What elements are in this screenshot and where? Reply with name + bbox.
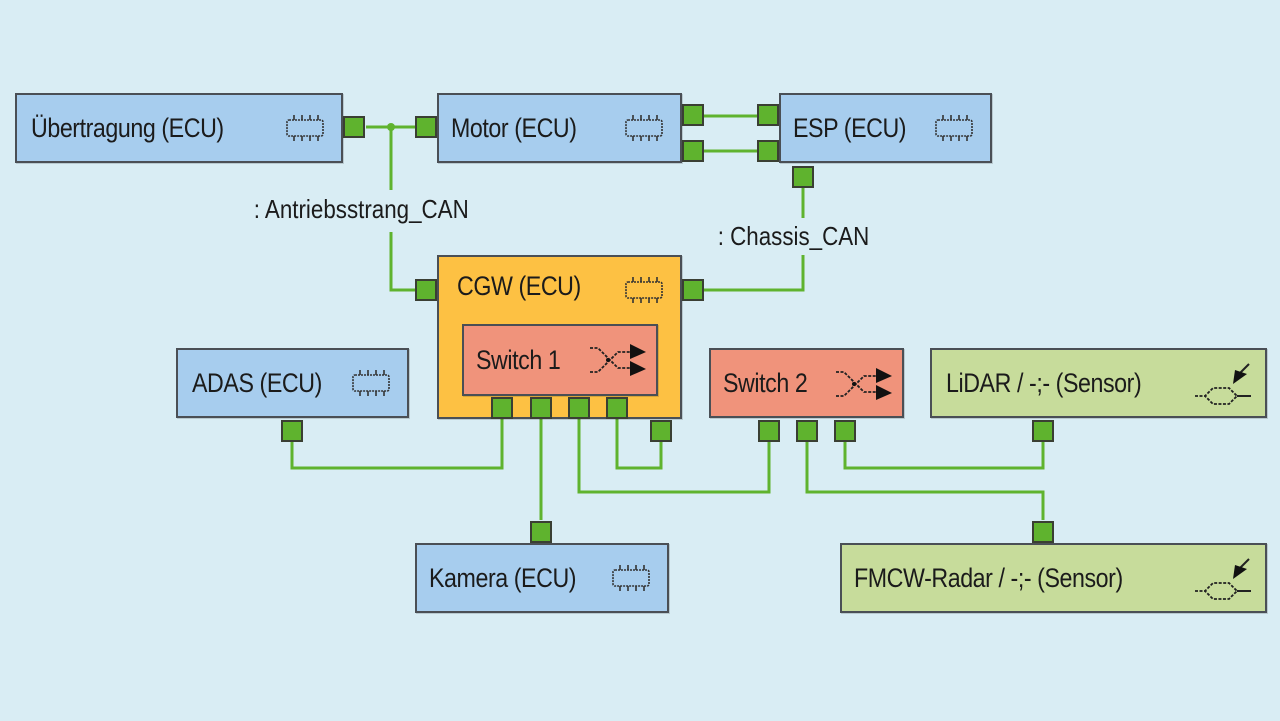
port[interactable] [682,140,704,162]
node-label: Switch 1 [476,344,561,375]
wire-switch2-lidar [843,442,1045,470]
port[interactable] [682,279,704,301]
port[interactable] [568,397,590,419]
node-label: Switch 2 [723,367,808,398]
bus-junction [387,123,395,131]
node-label: CGW (ECU) [457,271,581,301]
port[interactable] [530,521,552,543]
wire-esp-chassis [703,188,805,292]
node-label: ADAS (ECU) [192,367,322,398]
chip-icon [625,277,663,303]
port[interactable] [796,420,818,442]
port[interactable] [834,420,856,442]
bus-label-chassis: : Chassis_CAN [716,221,872,252]
node-label: Übertragung (ECU) [31,112,224,143]
port[interactable] [650,420,672,442]
port[interactable] [415,116,437,138]
switch-icon [590,344,646,376]
wire-switch1-cgw [615,418,663,470]
port[interactable] [281,420,303,442]
port[interactable] [491,397,513,419]
node-radar[interactable]: FMCW-Radar / -;- (Sensor) [840,543,1267,613]
node-switch1[interactable]: Switch 1 [462,324,658,396]
node-esp[interactable]: ESP (ECU) [779,93,992,163]
chip-icon [612,565,650,591]
sensor-icon [1195,558,1251,600]
port[interactable] [758,420,780,442]
port[interactable] [757,140,779,162]
sensor-icon [1195,363,1251,405]
port[interactable] [415,279,437,301]
node-uebertragung[interactable]: Übertragung (ECU) [15,93,343,163]
node-label: FMCW-Radar / -;- (Sensor) [854,562,1123,593]
node-lidar[interactable]: LiDAR / -;- (Sensor) [930,348,1267,418]
port[interactable] [606,397,628,419]
bus-label-antriebsstrang: : Antriebsstrang_CAN [252,194,471,225]
chip-icon [625,115,663,141]
node-label: Motor (ECU) [451,112,577,143]
chip-icon [286,115,324,141]
port[interactable] [530,397,552,419]
port[interactable] [1032,521,1054,543]
switch-icon [836,368,892,400]
wire-antriebsstrang-cgw [389,127,416,292]
node-kamera[interactable]: Kamera (ECU) [415,543,669,613]
chip-icon [935,115,973,141]
port[interactable] [792,166,814,188]
port[interactable] [682,104,704,126]
port[interactable] [1032,420,1054,442]
node-label: LiDAR / -;- (Sensor) [946,367,1142,398]
node-switch2[interactable]: Switch 2 [709,348,904,418]
node-adas[interactable]: ADAS (ECU) [176,348,409,418]
wire-switch2-radar [805,442,1045,520]
node-motor[interactable]: Motor (ECU) [437,93,682,163]
node-label: Kamera (ECU) [429,562,577,593]
port[interactable] [757,104,779,126]
node-label: ESP (ECU) [793,112,907,143]
port[interactable] [343,116,365,138]
wire-switch1-adas [290,418,504,470]
wire-switch1-switch2 [577,418,771,494]
chip-icon [352,370,390,396]
